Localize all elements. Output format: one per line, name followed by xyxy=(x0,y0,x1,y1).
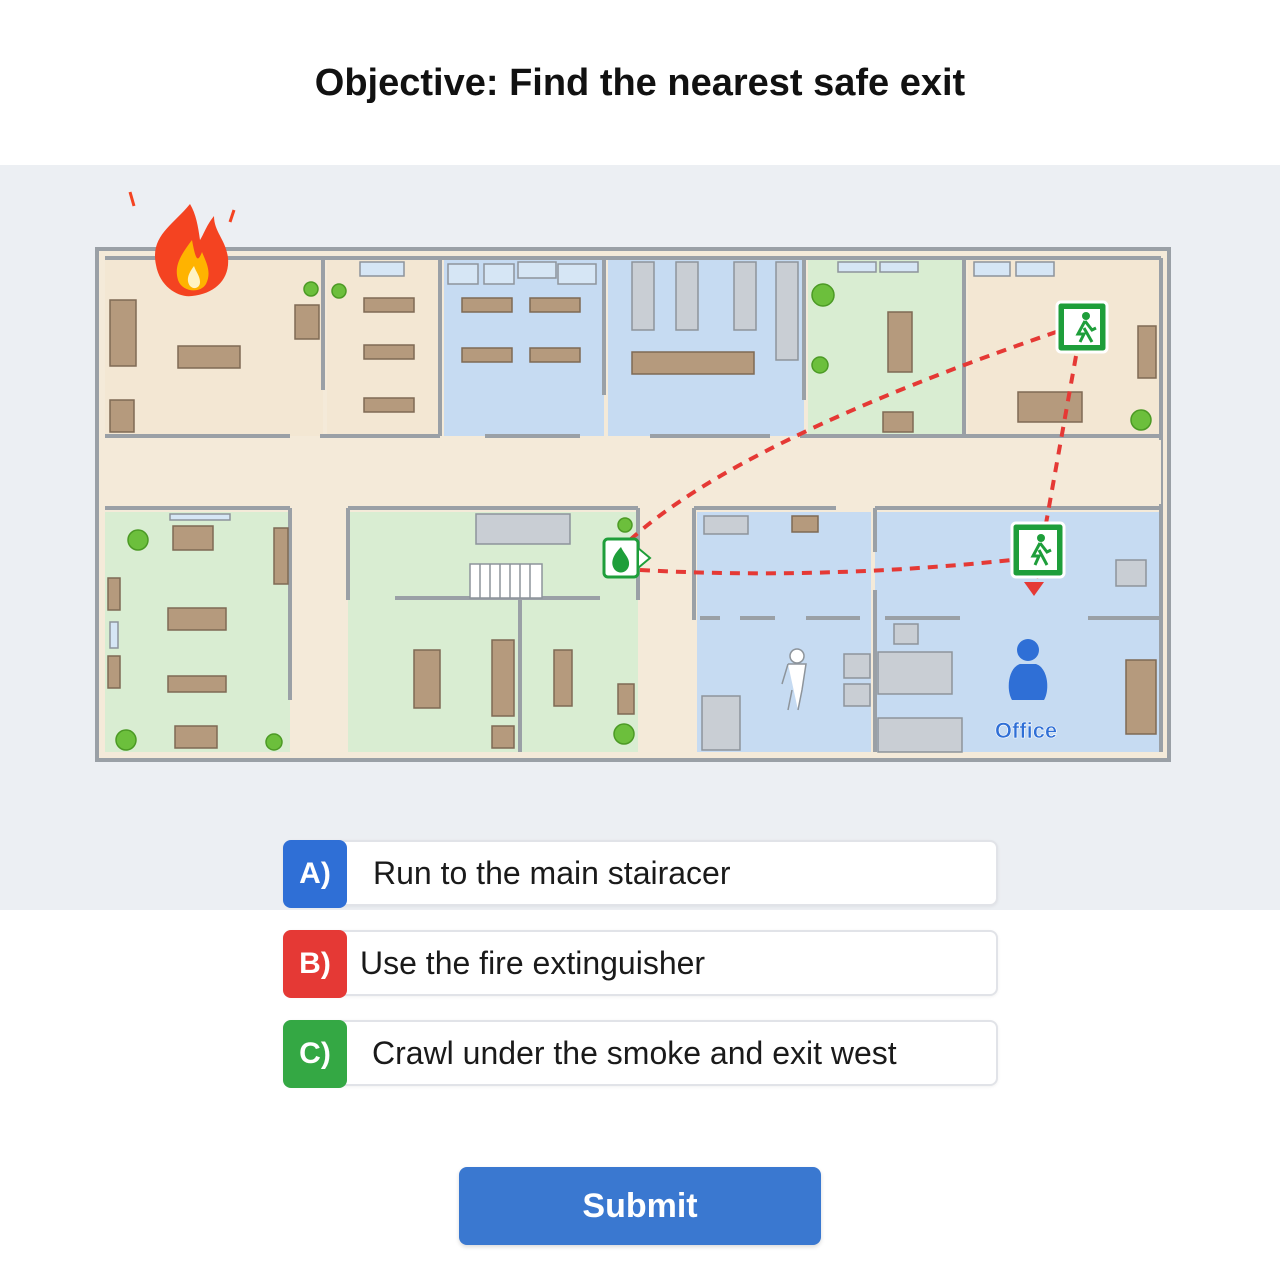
plants xyxy=(115,281,1152,751)
option-c-badge: C) xyxy=(283,1020,347,1088)
room-green-ne xyxy=(808,258,964,436)
person-icon xyxy=(1008,639,1048,700)
option-c-label: Crawl under the smoke and exit west xyxy=(372,1035,897,1071)
location-label: Office xyxy=(995,718,1057,743)
objective-title: Objective: Find the nearest safe exit xyxy=(314,62,966,104)
room-office-blue-1 xyxy=(444,258,604,436)
option-a-badge: A) xyxy=(283,840,347,908)
option-a-label: Run to the main stairacer xyxy=(373,855,731,891)
option-a[interactable]: A) Run to the main stairacer xyxy=(283,840,998,908)
option-c[interactable]: C) Crawl under the smoke and exit west xyxy=(283,1020,998,1088)
evacuation-route xyxy=(628,328,1078,586)
floor-plan-panel: Office xyxy=(0,165,1280,910)
occupant-figure xyxy=(781,648,807,711)
route-arrowhead xyxy=(1024,582,1044,596)
option-b-badge: B) xyxy=(283,930,347,998)
submit-button[interactable]: Submit xyxy=(459,1167,821,1245)
floor-plan: Office xyxy=(95,191,1171,762)
room-green-sw xyxy=(105,512,290,752)
emergency-exit-icon xyxy=(1010,521,1066,579)
option-b-label: Use the fire extinguisher xyxy=(360,945,706,981)
corridor xyxy=(105,440,1161,504)
emergency-exit-icon xyxy=(1055,300,1109,354)
option-b[interactable]: B) Use the fire extinguisher xyxy=(283,930,998,998)
fire-extinguisher-icon xyxy=(602,537,652,579)
gray-fixtures xyxy=(475,261,1147,753)
furniture xyxy=(107,297,1157,749)
staircase xyxy=(469,563,543,599)
windows xyxy=(109,261,1055,649)
fire-icon xyxy=(128,191,236,297)
